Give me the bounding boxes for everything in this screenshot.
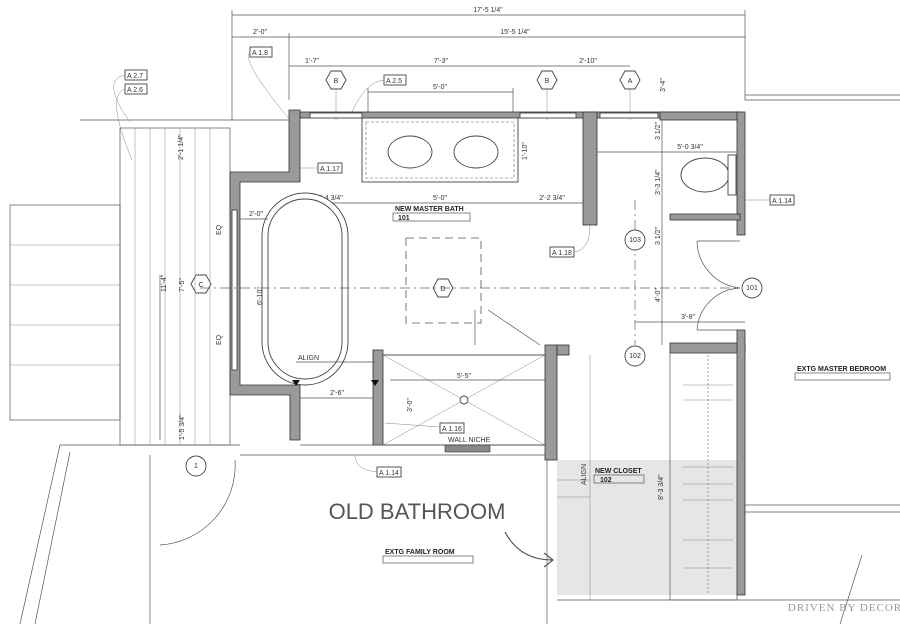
dim-deck: 2'-1 1/4" bbox=[178, 134, 185, 160]
dim-door-clear: 3'-8" bbox=[681, 314, 695, 321]
dim-seg2: 7'-3" bbox=[434, 58, 448, 65]
watermark: DRIVEN BY DECOR bbox=[788, 602, 900, 614]
dim-closet: 8'-3 3/4" bbox=[658, 474, 665, 500]
dim-overall-left: 11'-4" bbox=[161, 274, 168, 292]
room-number-closet: 102 bbox=[600, 477, 612, 484]
grid-markers: B B A C D bbox=[190, 70, 641, 298]
dim-lower-left: 1'-5 3/4" bbox=[179, 414, 186, 440]
tag-a26: A 2.6 bbox=[127, 87, 143, 94]
grid-marker-b2: B bbox=[545, 78, 550, 85]
toilet bbox=[680, 154, 737, 196]
detail-tags: A 1.8 A 2.5 A 2.7 A 2.6 A 1.17 A 1.18 A … bbox=[113, 46, 795, 478]
tag-a117: A 1.17 bbox=[320, 166, 340, 173]
vanity bbox=[361, 117, 519, 183]
old-bathroom-callout: OLD BATHROOM bbox=[322, 490, 554, 568]
door-swing-101 bbox=[696, 240, 741, 331]
dim-tub-side: 2'-0" bbox=[249, 211, 263, 218]
dim-eq2: EQ bbox=[216, 334, 223, 345]
dim-overall: 17'-5 1/4" bbox=[473, 7, 503, 14]
dim-vanity-depth: 1'-10" bbox=[522, 142, 529, 160]
door-tag-101: 101 bbox=[746, 285, 758, 292]
room-name-bedroom: EXTG MASTER BEDROOM bbox=[797, 366, 886, 373]
grid-marker-b1: B bbox=[334, 78, 339, 85]
dim-main: 15'-5 1/4" bbox=[500, 29, 530, 36]
windows bbox=[231, 112, 659, 371]
bathtub bbox=[261, 192, 349, 386]
dim-eq1: EQ bbox=[216, 224, 223, 235]
closet-shelving bbox=[557, 352, 738, 601]
tag-a25: A 2.5 bbox=[386, 78, 402, 85]
dim-gap-top: 3 1/2" bbox=[655, 121, 662, 140]
dim-shower-depth: 3'-0" bbox=[407, 398, 414, 412]
room-name-family: EXTG FAMILY ROOM bbox=[385, 549, 455, 556]
closet-shading bbox=[557, 460, 745, 595]
dim-gap-mid: 3 1/2" bbox=[655, 226, 662, 245]
tag-a18: A 1.8 bbox=[252, 50, 268, 57]
note-wall-niche: WALL NICHE bbox=[448, 437, 491, 444]
room-number-master-bath: 101 bbox=[398, 215, 410, 222]
dim-wc-width: 5'-0 3/4" bbox=[677, 144, 703, 151]
note-align: ALIGN bbox=[298, 355, 319, 362]
dim-shower-width: 5'-5" bbox=[457, 373, 471, 380]
room-name-master-bath: NEW MASTER BATH bbox=[395, 206, 464, 213]
dim-tub-offset: 2'-4 3/4" bbox=[317, 195, 343, 202]
note-align-closet: ALIGN bbox=[581, 464, 588, 485]
door-tag-102: 102 bbox=[629, 353, 641, 360]
tag-a118: A 1.18 bbox=[552, 250, 572, 257]
dim-door-width: 4'-0" bbox=[655, 288, 662, 302]
grid-marker-d: D bbox=[440, 286, 445, 293]
dim-window-span: 7'-5" bbox=[179, 278, 186, 292]
dim-tub-length: 6'-10" bbox=[257, 287, 264, 305]
deck bbox=[9, 119, 289, 446]
tag-a27: A 2.7 bbox=[127, 73, 143, 80]
dim-bench: 2'-6" bbox=[330, 390, 344, 397]
dim-wc-depth: 3'-3 1/4" bbox=[655, 169, 662, 195]
door-tag-1: 1 bbox=[194, 463, 198, 470]
tag-a114-bottom: A 1.14 bbox=[379, 470, 399, 477]
door-tag-103: 103 bbox=[629, 237, 641, 244]
top-dimensions: 17'-5 1/4" 2'-0" 15'-5 1/4" 1'-7" 7'-3" … bbox=[231, 7, 746, 120]
door-tags: 101 103 102 1 bbox=[159, 229, 763, 546]
rug-outline bbox=[405, 237, 482, 324]
tag-a116: A 1.16 bbox=[442, 426, 462, 433]
dim-left-offset: 2'-0" bbox=[253, 29, 267, 36]
dim-right-top: 3'-4" bbox=[660, 78, 667, 92]
dim-seg1: 1'-7" bbox=[305, 58, 319, 65]
dim-vanity: 5'-0" bbox=[433, 84, 447, 91]
dim-right-clear: 2'-2 3/4" bbox=[539, 195, 565, 202]
callout-label: OLD BATHROOM bbox=[329, 499, 506, 524]
dim-center: 5'-0" bbox=[433, 195, 447, 202]
grid-marker-c: C bbox=[198, 282, 203, 289]
tag-a114-right: A 1.14 bbox=[772, 198, 792, 205]
grid-marker-a: A bbox=[628, 78, 633, 85]
dim-seg3: 2'-10" bbox=[579, 58, 597, 65]
room-name-closet: NEW CLOSET bbox=[595, 468, 642, 475]
